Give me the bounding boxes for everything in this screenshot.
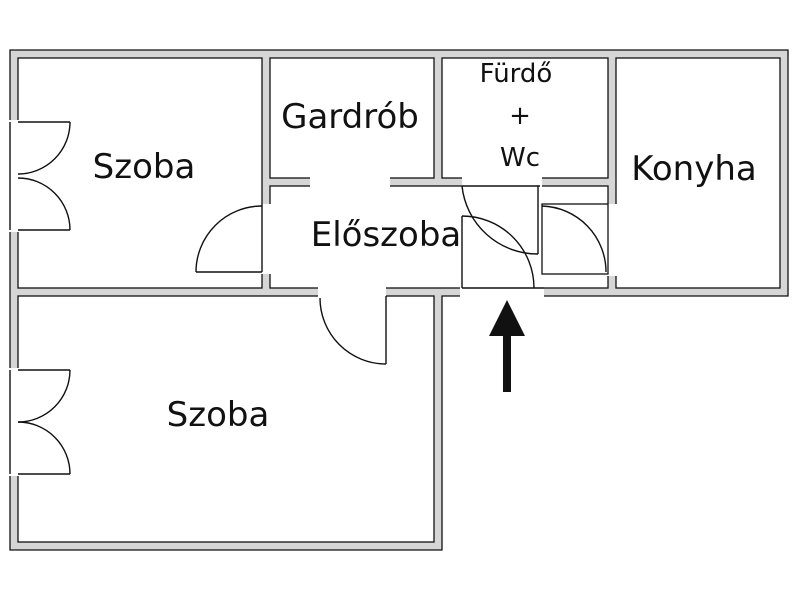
door-szoba-eloszoba [195, 204, 263, 273]
up-arrow-icon [489, 300, 525, 392]
room-label-szoba-bottom: Szoba [167, 395, 270, 435]
room-label-gardrob: Gardrób [281, 97, 419, 137]
room-labels: Szoba Gardrób Fürdő + Wc Konyha Előszoba… [93, 59, 757, 435]
door-eloszoba-szoba-bottom [319, 296, 387, 365]
room-label-furdo-line3: Wc [500, 143, 540, 173]
room-label-konyha: Konyha [631, 149, 756, 189]
door-entrance [461, 215, 544, 289]
door-szoba-bottom-window [9, 369, 71, 475]
door-konyha [541, 203, 609, 275]
room-label-furdo-line1: Fürdő [480, 59, 553, 89]
room-label-furdo-line2: + [509, 101, 531, 131]
doors [9, 121, 609, 475]
door-furdo [461, 185, 540, 255]
openings [9, 120, 617, 476]
room-label-eloszoba: Előszoba [311, 215, 462, 255]
walls [10, 50, 788, 550]
room-label-szoba-top: Szoba [93, 147, 196, 187]
door-szoba-top-window [9, 121, 71, 231]
